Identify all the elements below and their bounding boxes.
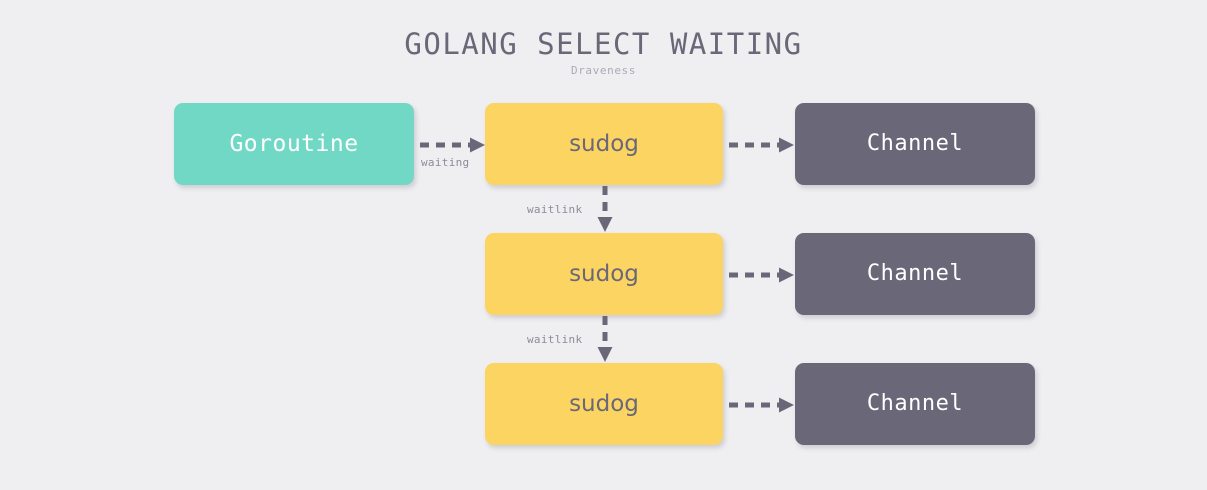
node-channel-2[interactable]: Channel	[795, 233, 1035, 315]
page-title: GOLANG SELECT WAITING	[404, 27, 803, 61]
node-sudog-2-label: sudog	[569, 260, 639, 287]
node-channel-2-label: Channel	[866, 261, 964, 286]
edge-sudog1-to-channel1	[729, 136, 797, 154]
node-goroutine-label: Goroutine	[229, 130, 359, 157]
edge-label-waiting: waiting	[421, 156, 470, 169]
arrowhead-icon	[779, 137, 794, 153]
node-sudog-3[interactable]: sudog	[485, 363, 723, 445]
node-channel-3[interactable]: Channel	[795, 363, 1035, 445]
arrowhead-icon	[779, 397, 794, 413]
node-channel-1[interactable]: Channel	[795, 103, 1035, 185]
edge-goroutine-to-sudog1	[420, 136, 488, 154]
edge-label-waitlink-2: waitlink	[527, 333, 583, 346]
edge-sudog3-to-channel3	[729, 396, 797, 414]
arrowhead-icon	[597, 347, 613, 362]
arrowhead-icon	[470, 137, 485, 153]
node-sudog-1[interactable]: sudog	[485, 103, 723, 185]
edge-sudog2-to-sudog3	[596, 316, 614, 364]
node-channel-3-label: Channel	[866, 391, 964, 416]
edge-sudog1-to-sudog2	[596, 186, 614, 234]
node-channel-1-label: Channel	[866, 131, 964, 156]
arrowhead-icon	[597, 217, 613, 232]
node-goroutine[interactable]: Goroutine	[174, 103, 414, 185]
edge-label-waitlink-1: waitlink	[527, 203, 583, 216]
edge-sudog2-to-channel2	[729, 266, 797, 284]
node-sudog-3-label: sudog	[569, 390, 639, 417]
node-sudog-2[interactable]: sudog	[485, 233, 723, 315]
page-subtitle: Draveness	[570, 64, 636, 77]
node-sudog-1-label: sudog	[569, 130, 639, 157]
arrowhead-icon	[779, 267, 794, 283]
